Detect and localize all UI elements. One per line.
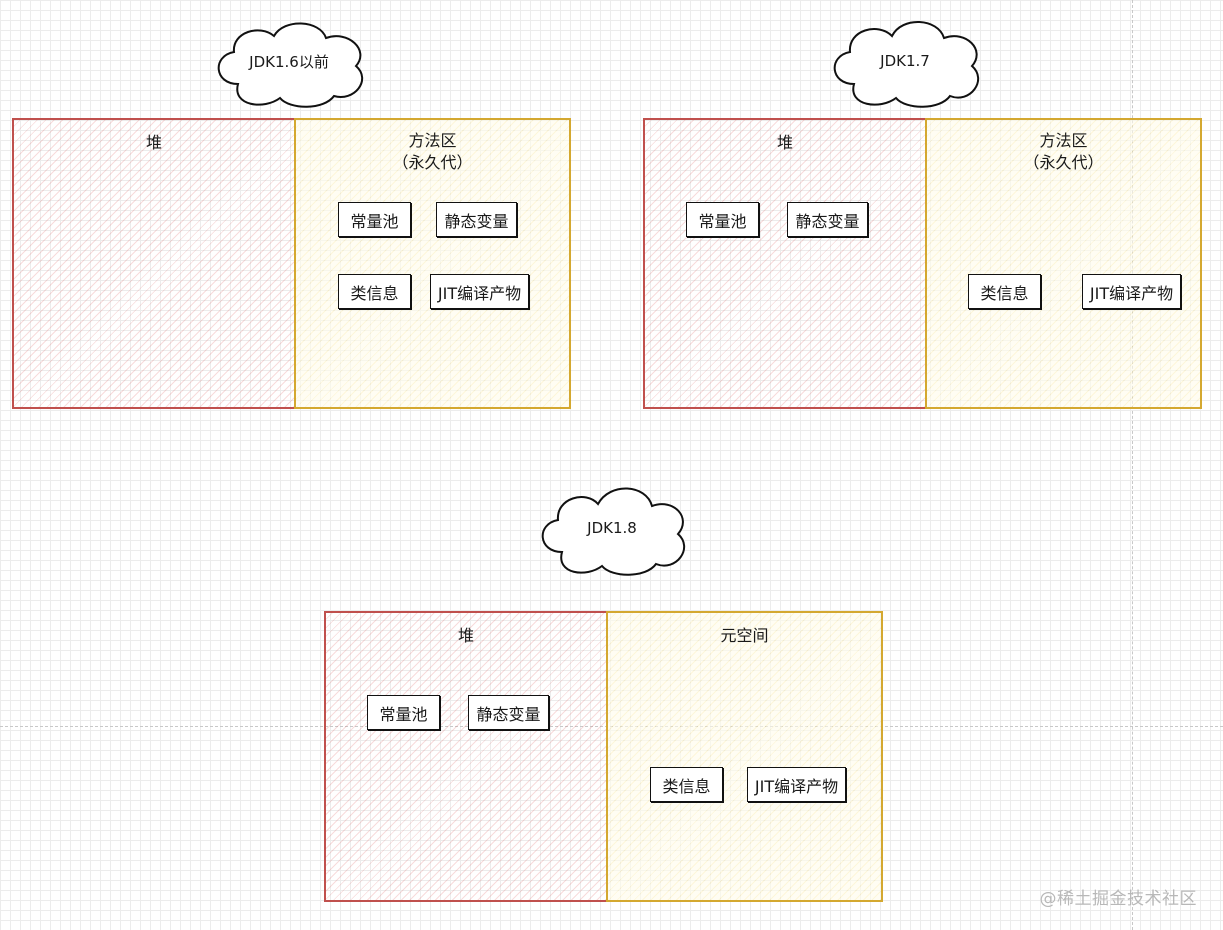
cloud-jdk18: JDK1.8: [532, 478, 692, 578]
item-static-variables: 静态变量: [468, 695, 549, 730]
item-class-info: 类信息: [968, 274, 1041, 309]
cloud-label: JDK1.7: [880, 52, 930, 70]
method-area-region-jdk16: 方法区 （永久代）: [294, 118, 571, 409]
item-jit-output: JIT编译产物: [747, 767, 846, 802]
cloud-shape-icon: [541, 487, 685, 576]
metaspace-title: 元空间: [720, 626, 769, 645]
cloud-shape-icon: [217, 22, 363, 108]
cloud-label: JDK1.8: [587, 519, 637, 537]
cloud-label: JDK1.6以前: [249, 52, 329, 71]
cloud-jdk17: JDK1.7: [824, 12, 986, 110]
heap-title: 堆: [145, 133, 162, 152]
method-area-region-jdk17: 方法区 （永久代）: [925, 118, 1202, 409]
watermark: @稀土掘金技术社区: [1039, 889, 1197, 909]
item-class-info: 类信息: [650, 767, 723, 802]
heap-region-jdk18: 堆: [324, 611, 608, 902]
heap-title: 堆: [776, 133, 793, 152]
item-constant-pool: 常量池: [367, 695, 440, 730]
cloud-shape-icon: [833, 21, 979, 108]
item-class-info: 类信息: [338, 274, 411, 309]
method-area-title: 方法区 （永久代）: [392, 131, 473, 172]
item-constant-pool: 常量池: [338, 202, 411, 237]
cloud-jdk16: JDK1.6以前: [208, 14, 370, 108]
heap-region-jdk17: 堆: [643, 118, 927, 409]
item-constant-pool: 常量池: [686, 202, 759, 237]
vertical-guide-line: [1132, 0, 1133, 930]
item-jit-output: JIT编译产物: [1082, 274, 1181, 309]
method-area-title: 方法区 （永久代）: [1023, 131, 1104, 172]
heap-title: 堆: [457, 626, 474, 645]
item-jit-output: JIT编译产物: [430, 274, 529, 309]
metaspace-region-jdk18: 元空间: [606, 611, 883, 902]
item-static-variables: 静态变量: [787, 202, 868, 237]
item-static-variables: 静态变量: [436, 202, 517, 237]
heap-region-jdk16: 堆: [12, 118, 296, 409]
